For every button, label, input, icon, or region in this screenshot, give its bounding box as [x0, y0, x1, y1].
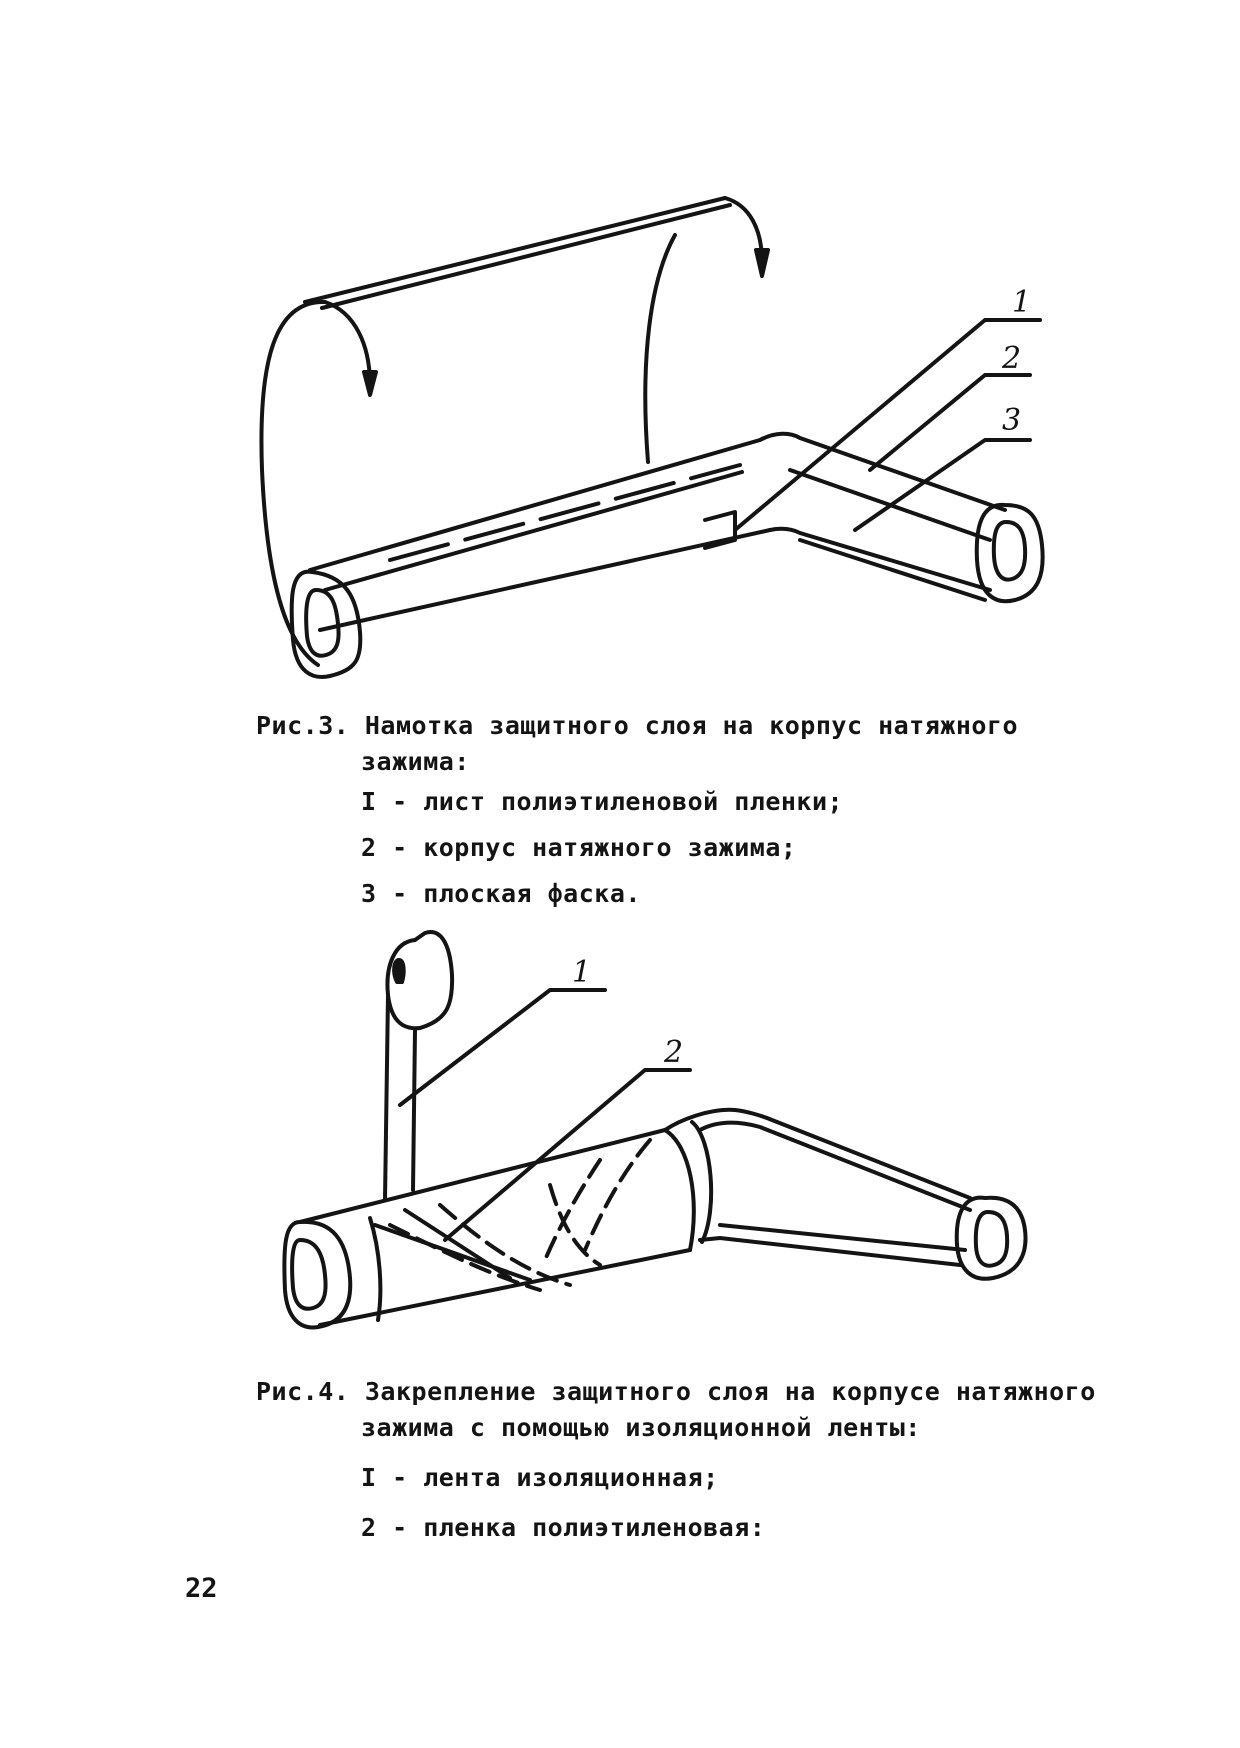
body4-bottom-bend-2	[718, 1223, 967, 1252]
figure-4-item-1: I - лента изоляционная;	[361, 1463, 719, 1492]
page-number: 22	[185, 1573, 218, 1604]
left-cap-slot	[304, 588, 341, 658]
body4-bottom-bend	[698, 1236, 962, 1267]
body-mid-edge	[323, 470, 744, 592]
figure-4-title-line2: зажима с помощью изоляционной ленты:	[361, 1413, 921, 1442]
leader4-1	[398, 988, 607, 1107]
callout-3-label: 3	[1002, 403, 1021, 438]
leader-2	[868, 373, 1032, 472]
figure-4-title-line1: Закрепление защитного слоя на корпусе на…	[364, 1377, 1096, 1406]
figure-4-svg: 1 2	[282, 930, 1028, 1330]
right4-cap-outer	[954, 1195, 1028, 1281]
hidden-wrap-5	[583, 1138, 652, 1252]
left4-cap-slot	[290, 1238, 328, 1311]
figure-4-caption-title: Рис.4. Закрепление защитного слоя на кор…	[256, 1374, 1096, 1410]
hidden-wrap-4	[543, 1158, 602, 1262]
tape-strip-left	[383, 993, 390, 1202]
figure-4-drawing: 1 2	[270, 925, 1040, 1345]
figure-3-caption: Рис.3. Намотка защитного слоя на корпус …	[256, 708, 1018, 912]
body-bottom-edge	[318, 528, 772, 632]
left-cap-outer	[289, 569, 363, 679]
figure-3-item-3: 3 - плоская фаска.	[361, 879, 641, 908]
leader-3	[853, 438, 1032, 532]
film-left-edge	[259, 299, 327, 667]
callout-1-label: 1	[1012, 285, 1031, 320]
tape-strip-right	[411, 1028, 417, 1192]
figure-3-title-line1: Намотка защитного слоя на корпус натяжно…	[364, 711, 1019, 740]
tape-wrap-cross-1	[373, 1223, 532, 1282]
tape-roll-core	[392, 958, 406, 984]
figure-4-caption: Рис.4. Закрепление защитного слоя на кор…	[256, 1374, 1096, 1546]
callout-2-label: 2	[1001, 341, 1021, 376]
hidden-wrap-3	[548, 1183, 602, 1267]
body4-bottom-edge	[318, 1248, 692, 1327]
body4-top-edge	[298, 1107, 972, 1224]
leader4-2	[443, 1068, 692, 1242]
tape-roll-top	[413, 930, 454, 977]
callout4-2-label: 2	[663, 1035, 683, 1070]
figure-3-svg: 1 2 3	[259, 196, 1045, 679]
tape-wrap-left-edge	[368, 1216, 383, 1322]
body4-top-inner	[698, 1120, 972, 1212]
figure-3-title-line2: зажима:	[361, 747, 470, 776]
tape-roll-right	[418, 973, 455, 1030]
tape-wrap-cross-2	[403, 1208, 512, 1280]
body-bottom-bend	[768, 526, 992, 592]
figure-3-item-2: 2 - корпус натяжного зажима;	[361, 833, 797, 862]
body-bottom-bend-2	[798, 538, 987, 602]
figure-3-label: Рис.3.	[256, 711, 350, 740]
right4-cap-slot	[973, 1210, 1010, 1268]
hidden-wrap-1	[388, 1223, 542, 1292]
figure-4-item-2: 2 - пленка полиэтиленовая:	[361, 1513, 766, 1542]
tape-band-right	[690, 1120, 714, 1244]
figure-3-caption-title: Рис.3. Намотка защитного слоя на корпус …	[256, 708, 1018, 744]
hidden-wrap-2	[438, 1203, 572, 1287]
figure-3-drawing: 1 2 3	[240, 180, 1080, 680]
film-top-edge	[303, 196, 727, 304]
figure-3-item-1: I - лист полиэтиленовой пленки;	[361, 787, 844, 816]
film-top-edge-inner	[320, 203, 732, 310]
sheet-rect	[703, 510, 737, 550]
figure-4-label: Рис.4.	[256, 1377, 350, 1406]
body-hidden-line	[388, 463, 742, 562]
tape-roll-left	[385, 938, 422, 1031]
tape-band-left	[663, 1128, 696, 1252]
right-cap-slot	[991, 520, 1028, 582]
right-cap-outer	[974, 502, 1045, 604]
body-top-edge	[308, 431, 1007, 572]
left4-cap-outer	[282, 1219, 353, 1330]
film-fold-line	[643, 233, 677, 464]
film-left-arrow	[362, 370, 378, 397]
leader-1	[733, 318, 1042, 532]
callout4-1-label: 1	[572, 955, 591, 990]
film-right-arrow	[754, 248, 770, 278]
